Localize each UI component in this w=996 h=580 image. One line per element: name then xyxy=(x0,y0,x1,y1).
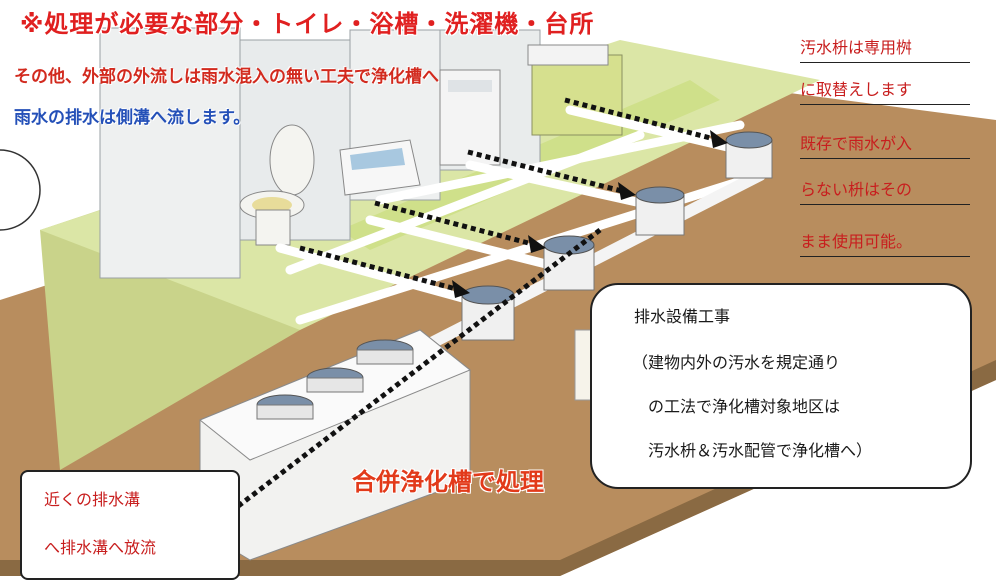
kitchen-sink xyxy=(527,44,609,66)
chamber-3 xyxy=(635,186,685,236)
drain-line-2: へ排水溝へ放流 xyxy=(44,538,157,557)
note-external-sink: その他、外部の外流しは雨水混入の無い工夫で浄化槽へ xyxy=(14,67,439,87)
note-rainwater: 雨水の排水は側溝へ流します。 xyxy=(14,108,251,128)
callout-line-1: （建物内外の汚水を規定通り xyxy=(632,353,841,372)
flow-arrows xyxy=(218,97,719,522)
right-note-line-4: らない枡はその xyxy=(800,176,970,205)
chamber-2 xyxy=(543,235,595,291)
wall-left xyxy=(99,27,241,279)
right-note-line-1: 汚水枡は専用桝 xyxy=(800,34,970,63)
drain-discharge-box: 近くの排水溝 へ排水溝へ放流 xyxy=(20,470,240,580)
callout-title: 排水設備工事 xyxy=(634,307,731,326)
chamber-1 xyxy=(461,285,515,341)
callout-line-2: の工法で浄化槽対象地区は xyxy=(648,397,841,416)
septic-tank xyxy=(199,329,471,561)
toilet-tank xyxy=(269,124,315,196)
callout-line-3: 汚水枡＆汚水配管で浄化槽へ） xyxy=(648,441,873,460)
drain-line-1: 近くの排水溝 xyxy=(44,490,141,509)
page-title: ※処理が必要な部分・トイレ・浴槽・洗濯機・台所 xyxy=(20,10,595,38)
septic-tank-label: 合併浄化槽で処理 xyxy=(352,468,544,496)
construction-callout: 排水設備工事 （建物内外の汚水を規定通り の工法で浄化槽対象地区は 汚水枡＆汚水… xyxy=(590,283,972,489)
left-arc xyxy=(0,149,41,231)
right-note-line-3: 既存で雨水が入 xyxy=(800,130,970,159)
right-note-line-5: まま使用可能。 xyxy=(800,228,970,257)
chamber-4 xyxy=(725,131,773,179)
right-note-line-2: に取替えします xyxy=(800,76,970,105)
